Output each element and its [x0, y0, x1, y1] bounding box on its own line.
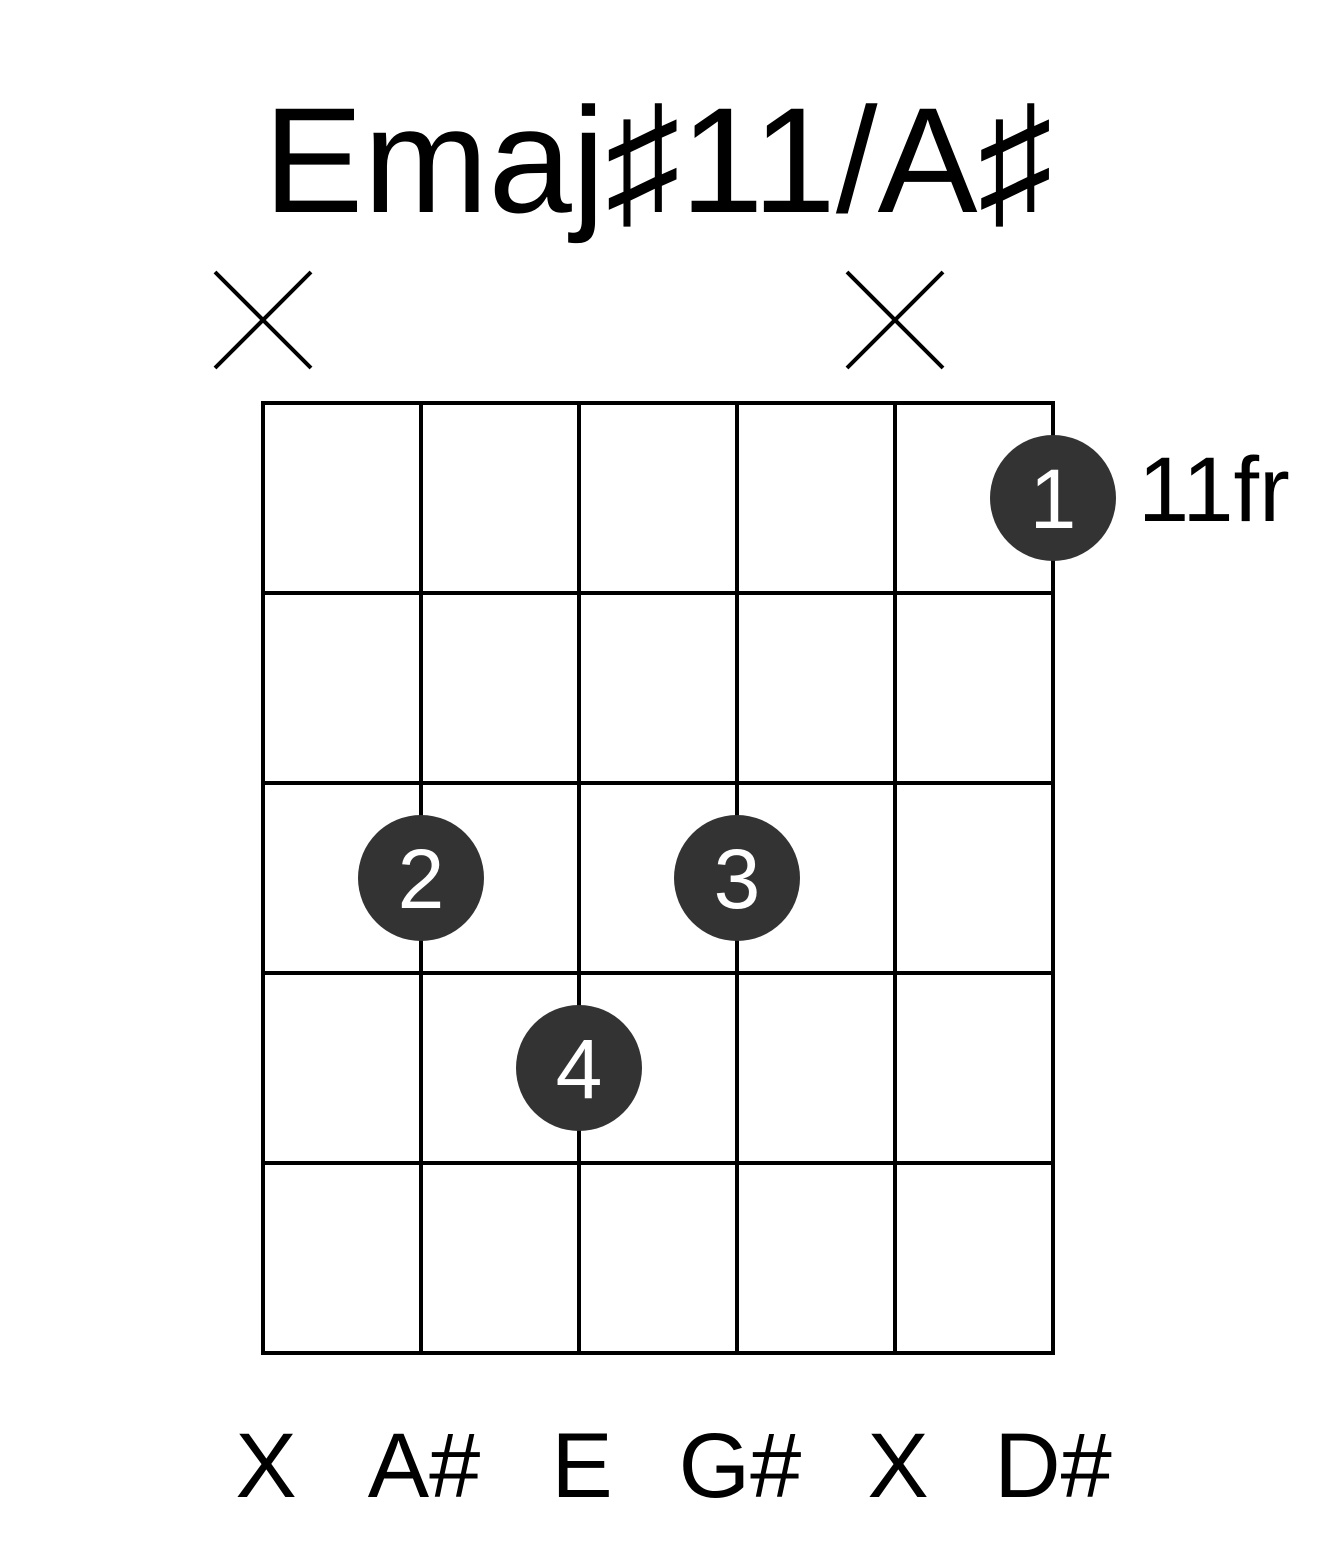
muted-markers — [213, 270, 945, 370]
finger-number: 1 — [1030, 452, 1077, 546]
string-note-label: G# — [679, 1415, 802, 1517]
finger-number: 3 — [714, 832, 761, 926]
string-note-labels: X A# E G# X D# — [235, 1415, 1111, 1517]
string-note-label: D# — [994, 1415, 1112, 1517]
finger-dot: 2 — [358, 815, 484, 941]
start-fret-label: 11fr — [1138, 439, 1290, 541]
chord-title: Emaj♯11/A♯ — [263, 76, 1052, 244]
finger-dot: 3 — [674, 815, 800, 941]
finger-number: 4 — [556, 1022, 603, 1116]
muted-string-marker — [845, 270, 945, 370]
finger-dot: 4 — [516, 1005, 642, 1131]
string-note-label: X — [235, 1415, 296, 1517]
string-note-label: E — [551, 1415, 612, 1517]
string-note-label: X — [867, 1415, 928, 1517]
string-note-label: A# — [368, 1415, 481, 1517]
muted-string-marker — [213, 270, 313, 370]
finger-dots: 1 2 3 4 — [358, 435, 1116, 1131]
finger-number: 2 — [398, 832, 445, 926]
finger-dot: 1 — [990, 435, 1116, 561]
